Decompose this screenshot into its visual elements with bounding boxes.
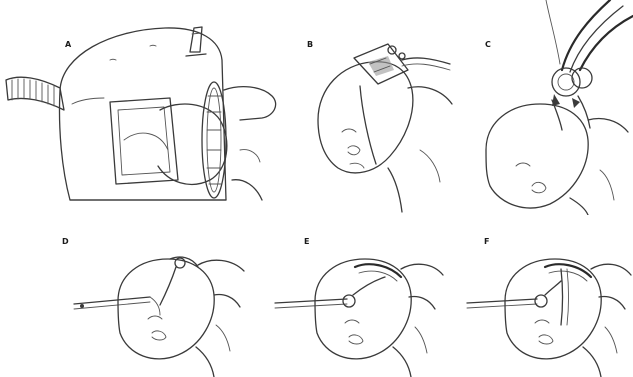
panel-f-illustration [445, 215, 633, 377]
panel-d-illustration [0, 215, 255, 377]
bonnet-e [343, 264, 401, 307]
hood-neck-ring [202, 82, 226, 198]
hood-window [110, 98, 178, 184]
panel-b: B [290, 0, 460, 215]
panel-c-illustration [460, 0, 633, 215]
nasal-tube-f [467, 299, 537, 308]
hood-dome [59, 28, 226, 200]
panel-label-a: A [65, 41, 71, 49]
bonnet-attachment-c [552, 68, 592, 108]
circuit-tubing-c [546, 0, 633, 72]
infant-head-d [118, 259, 214, 359]
infant-head-b [318, 62, 413, 173]
panel-e-illustration [255, 215, 445, 377]
bonnet-f [535, 264, 591, 325]
bonnet-d [150, 257, 198, 315]
nasal-tube-d [74, 297, 150, 309]
panel-label-c: C [485, 41, 491, 49]
panel-a-illustration [0, 0, 290, 215]
panel-label-e: E [304, 238, 309, 246]
corrugated-tube [6, 77, 64, 110]
panel-d: D [0, 215, 255, 377]
panel-c: C [460, 0, 633, 215]
panel-label-d: D [62, 238, 69, 246]
panel-b-illustration [290, 0, 460, 215]
panel-f: F [445, 215, 633, 377]
nasal-tube-e [275, 299, 347, 308]
panel-label-b: B [307, 41, 313, 49]
panel-e: E [255, 215, 445, 377]
panel-label-f: F [484, 238, 489, 246]
panel-a: A [0, 0, 290, 215]
